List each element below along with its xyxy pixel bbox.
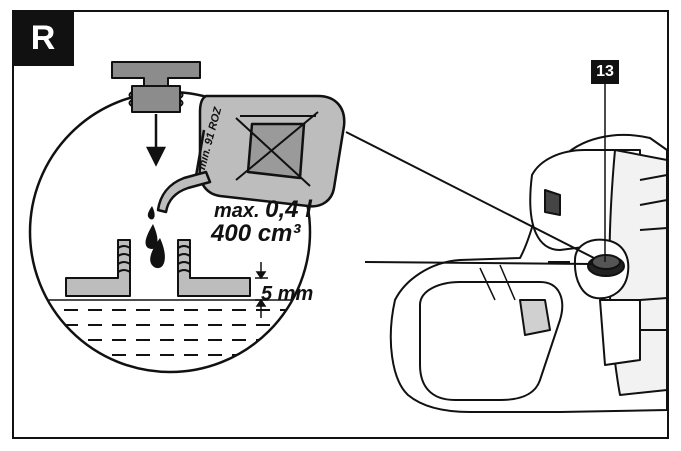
max-volume-label: max. 0,4 l (214, 196, 312, 224)
chainsaw-body (389, 133, 668, 413)
filler-cap-13 (587, 254, 625, 277)
fill-gap-label: 5 mm (261, 283, 314, 305)
step-badge: R (12, 10, 74, 66)
filler-cap-icon (111, 61, 201, 113)
max-volume-value: 0,4 l (265, 196, 312, 223)
oil-drops-icon (145, 206, 165, 269)
zoom-line-bottom (364, 261, 593, 265)
zoom-line-top (345, 131, 595, 259)
volume-cm-label: 400 cm³ (211, 220, 301, 247)
dimension-5mm (255, 262, 268, 318)
tank-filler-neck (65, 239, 251, 297)
fuel-canister-icon (156, 94, 346, 214)
max-prefix: max. (214, 200, 260, 222)
arrow-down-icon (145, 114, 167, 167)
part-number-badge: 13 (591, 60, 619, 84)
